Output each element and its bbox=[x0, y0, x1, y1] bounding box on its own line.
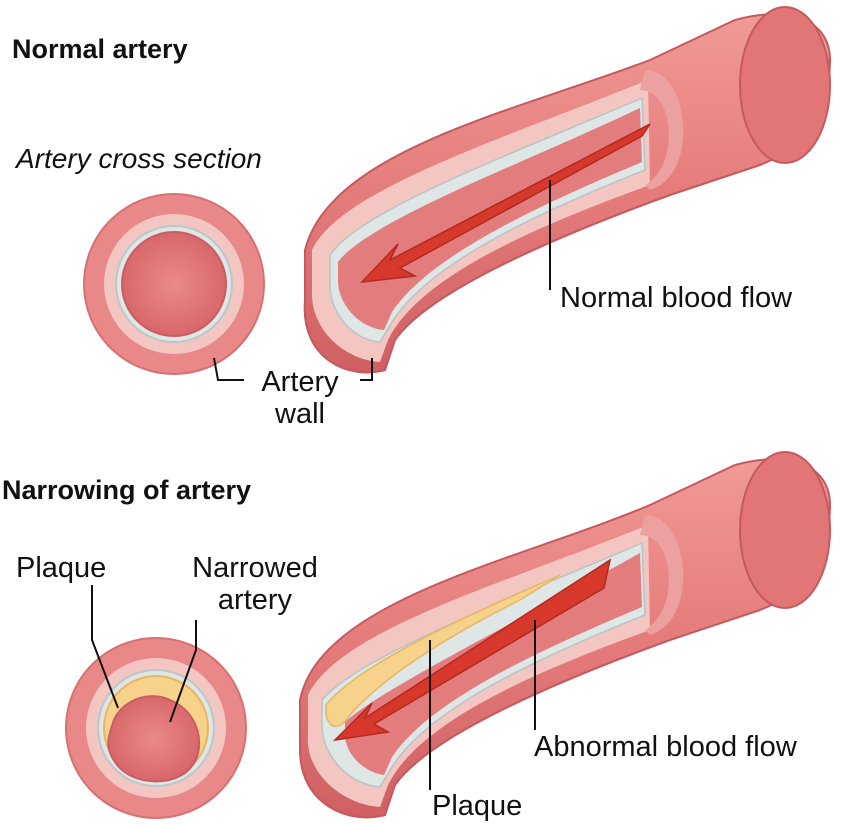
artery-wall-label: Artery wall bbox=[250, 366, 350, 430]
narrowed-artery-label-line1: Narrowed bbox=[192, 552, 318, 584]
narrowed-artery-tube bbox=[299, 451, 832, 819]
abnormal-blood-flow-label: Abnormal blood flow bbox=[534, 731, 797, 763]
narrowed-leader-lines bbox=[91, 585, 536, 790]
cross-section-caption: Artery cross section bbox=[16, 143, 262, 174]
narrowed-artery-label-line2: artery bbox=[217, 584, 293, 616]
plaque-label-left: Plaque bbox=[16, 552, 107, 584]
normal-artery-tube bbox=[303, 6, 832, 374]
narrowing-title: Narrowing of artery bbox=[2, 475, 252, 505]
artery-wall-label-line1: Artery bbox=[261, 366, 339, 398]
normal-artery-title: Normal artery bbox=[12, 34, 188, 64]
normal-leader-lines bbox=[213, 180, 551, 381]
artery-wall-label-line2: wall bbox=[275, 398, 325, 430]
plaque-label-bottom: Plaque bbox=[432, 790, 523, 822]
narrowed-artery-label: Narrowed artery bbox=[180, 552, 330, 616]
normal-blood-flow-label: Normal blood flow bbox=[560, 282, 793, 314]
narrowed-cross-section bbox=[65, 637, 247, 819]
normal-cross-section bbox=[83, 193, 265, 375]
